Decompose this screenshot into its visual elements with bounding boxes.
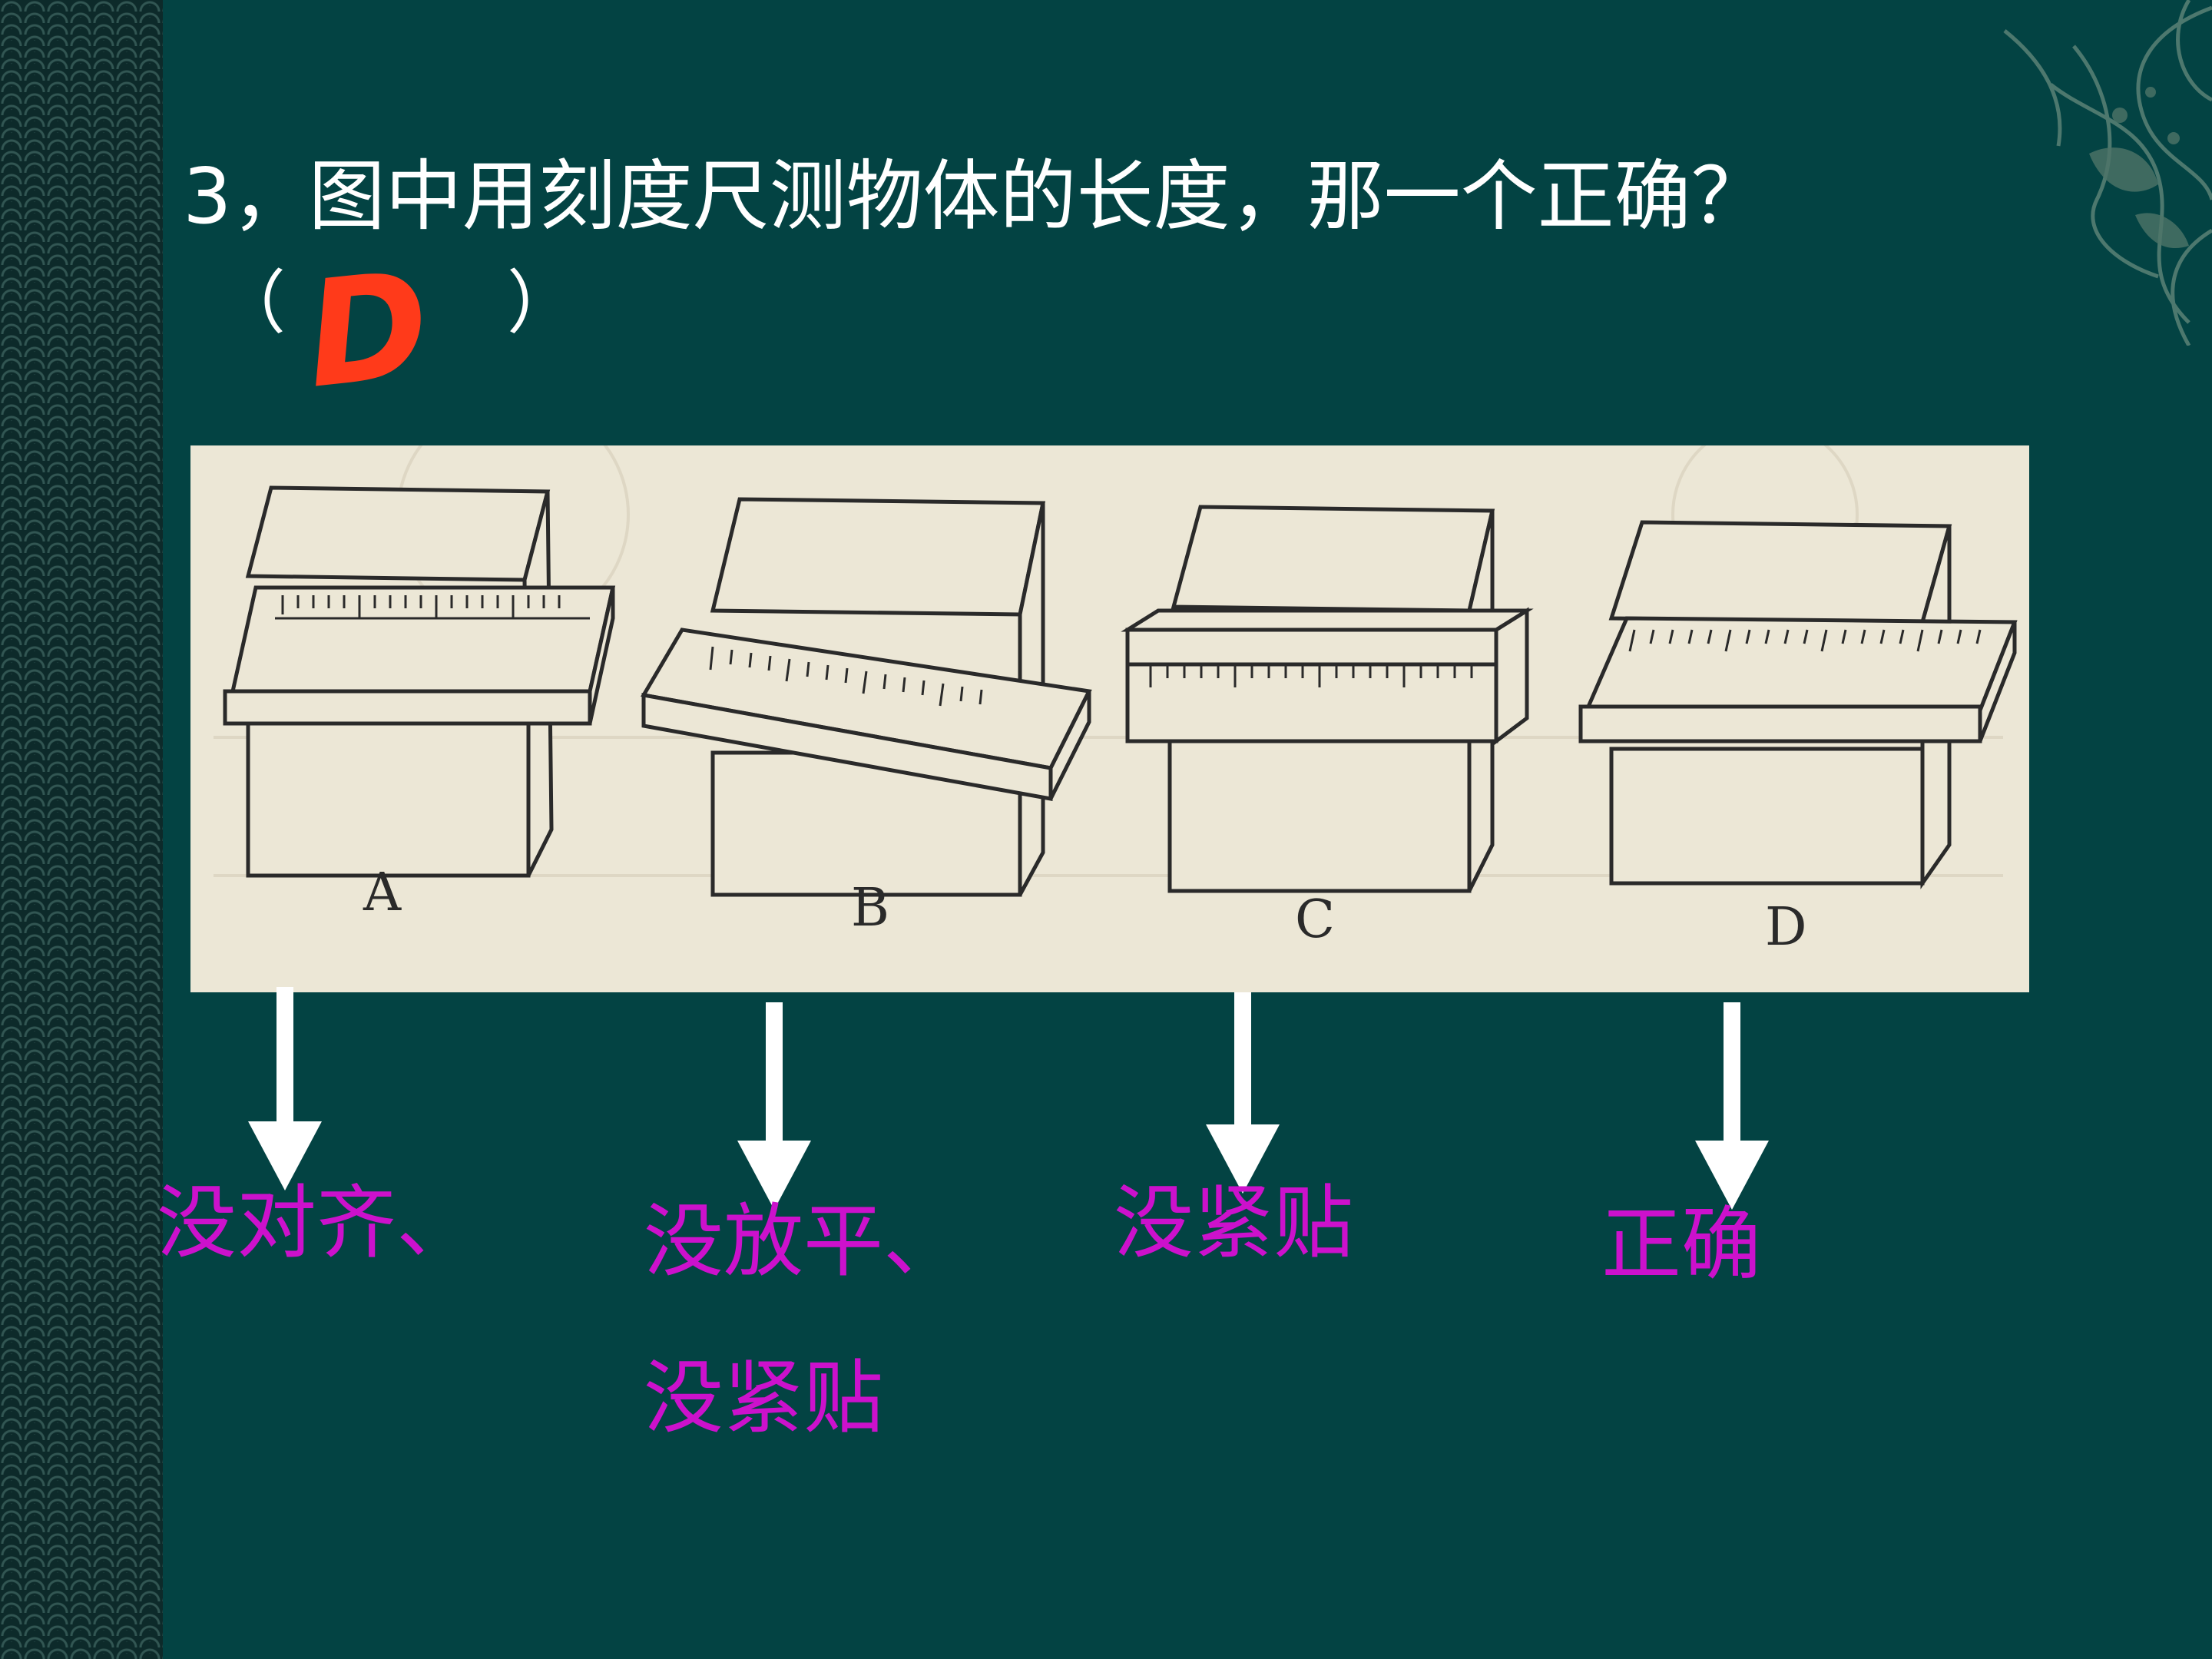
option-c-drawing bbox=[1121, 505, 1534, 893]
option-d-note: 正确 bbox=[1601, 1197, 1762, 1291]
option-letter-d: D bbox=[1765, 897, 1807, 958]
option-b-drawing bbox=[641, 497, 1092, 897]
answer-paren-open: （ bbox=[217, 263, 286, 343]
down-arrow-icon bbox=[737, 1002, 811, 1210]
answer-paren-close: ） bbox=[507, 263, 576, 343]
option-a-drawing bbox=[223, 485, 616, 878]
option-b-note-line-2: 没紧贴 bbox=[644, 1351, 884, 1445]
down-arrow-icon bbox=[1695, 1002, 1769, 1210]
down-arrow-icon bbox=[1206, 992, 1280, 1194]
option-c-note: 没紧贴 bbox=[1114, 1176, 1354, 1270]
down-arrow-icon bbox=[248, 987, 322, 1190]
option-d-drawing bbox=[1578, 520, 2018, 889]
decorative-left-band bbox=[0, 0, 163, 1659]
question-title: 3，图中用刻度尺测物体的长度，那一个正确？ bbox=[183, 151, 1768, 241]
option-letter-b: B bbox=[851, 878, 889, 939]
answer-letter: D bbox=[298, 239, 437, 421]
ruler-measurement-figure: A B C D bbox=[190, 445, 2029, 992]
option-a-note: 没对齐、 bbox=[157, 1176, 477, 1270]
ornament-flourish-icon bbox=[2003, 0, 2212, 346]
option-letter-a: A bbox=[363, 863, 402, 923]
option-b-note-line-1: 没放平、 bbox=[644, 1194, 964, 1288]
option-letter-c: C bbox=[1295, 889, 1335, 950]
